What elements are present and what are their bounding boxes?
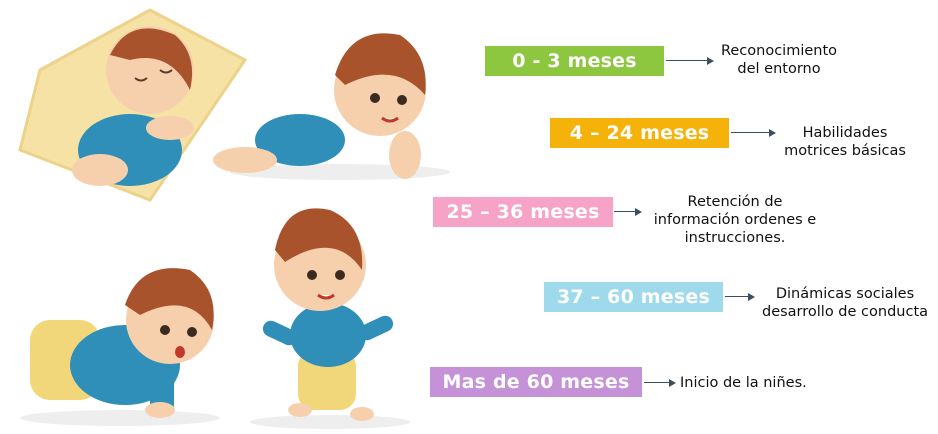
stage-description-2: Habilidades motrices básicas [784, 125, 906, 159]
baby-illustrations [18, 8, 450, 429]
arrow-stage-2 [731, 127, 776, 139]
sleeping-baby-illustration [18, 8, 248, 202]
arrow-head-icon [669, 379, 676, 387]
walking-baby-illustration [250, 208, 410, 429]
arrow-stage-3 [614, 206, 642, 218]
stage-description-5: Inicio de la niñes. [680, 375, 807, 391]
stage-label-0-3-meses: 0 - 3 meses [485, 46, 664, 76]
arrow-head-icon [707, 57, 714, 65]
arrow-stage-1 [666, 55, 714, 67]
stage-label-25-36-meses: 25 – 36 meses [433, 197, 613, 227]
arrow-stage-4 [725, 291, 755, 303]
arrow-stage-5 [644, 377, 676, 389]
stage-label-37-60-meses: 37 – 60 meses [544, 282, 723, 312]
stage-description-1: Reconocimiento del entorno [720, 43, 838, 77]
stage-description-3: Retención de información ordenes e instr… [653, 194, 817, 246]
arrow-head-icon [748, 293, 755, 301]
arrow-head-icon [769, 129, 776, 137]
stage-label-mas-de-60-meses: Mas de 60 meses [430, 367, 642, 397]
arrow-head-icon [635, 208, 642, 216]
stage-label-4-24-meses: 4 – 24 meses [550, 118, 729, 148]
crawling-baby-illustration [20, 268, 220, 426]
stage-description-4: Dinámicas sociales desarrollo de conduct… [761, 286, 929, 320]
tummy-baby-illustration [213, 33, 450, 180]
